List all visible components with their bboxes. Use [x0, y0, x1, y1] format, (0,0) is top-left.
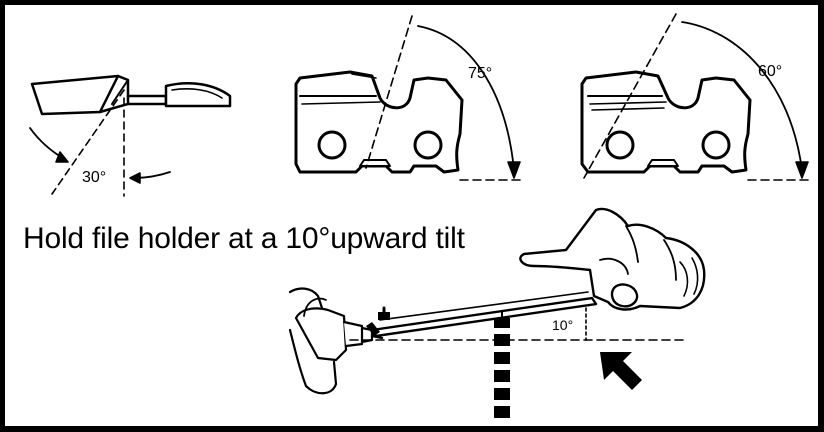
angle-60-lines: [583, 13, 809, 181]
angle-30-lines: [29, 89, 171, 197]
angle-10-lines: [349, 307, 689, 341]
angle-10-label: 10°: [552, 317, 573, 333]
cutter-side-view-60: [580, 70, 752, 174]
angle-75-lines: [365, 15, 521, 181]
instruction-caption: Hold file holder at a 10°upward tilt: [23, 222, 465, 255]
file-holder-bar: [366, 291, 598, 340]
cutter-side-view-75: [294, 70, 464, 174]
angle-75-label: 75°: [468, 65, 492, 82]
angle-60-label: 60°: [758, 63, 782, 80]
angle-30-label: 30°: [82, 169, 106, 186]
direction-arrow: [600, 352, 642, 390]
guide-bar: [494, 318, 510, 418]
right-hand: [519, 207, 706, 311]
cutter-top-view: [30, 74, 232, 116]
left-hand-handle: [288, 287, 374, 395]
